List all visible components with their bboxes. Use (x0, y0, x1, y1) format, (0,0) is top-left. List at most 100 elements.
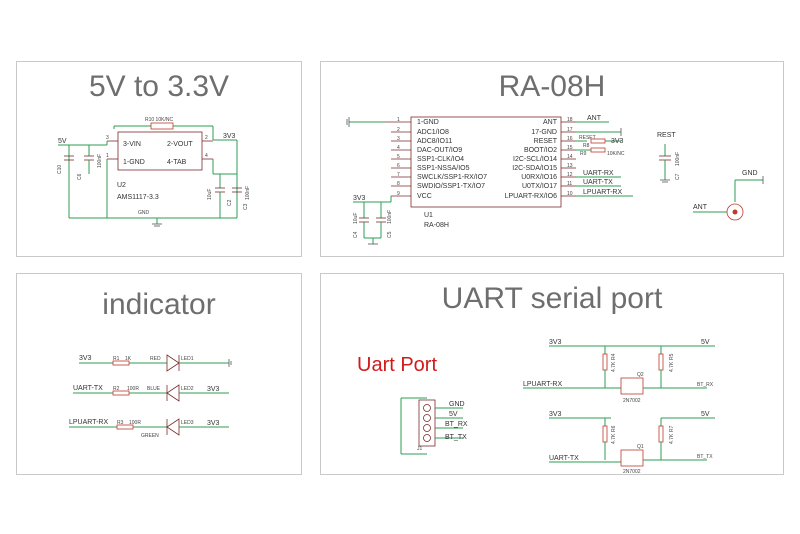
pin2-num: 2 (205, 135, 208, 141)
pin-num-2: 2 (397, 127, 400, 133)
net-reset: RESET (579, 135, 596, 141)
row3-res: R3 (117, 420, 124, 426)
pin-num-13: 13 (567, 163, 573, 169)
pin-right-16: RESET (534, 138, 558, 145)
row3-net: LPUART-RX (69, 419, 108, 426)
mosfet-q1 (620, 449, 644, 467)
pin-num-17: 17 (567, 127, 573, 133)
conn-5v: 5V (449, 411, 458, 418)
top-r2: R5 (669, 353, 675, 360)
vout-pin-label: 2-VOUT (167, 141, 193, 148)
top-r1v: 4.7K (611, 361, 617, 372)
c3-value: 100nF (245, 186, 251, 200)
ra08h-module-body (410, 116, 562, 208)
pin-num-18: 18 (567, 117, 573, 123)
pin-right-17: 17-GND (531, 129, 557, 136)
pin-right-18: ANT (543, 119, 558, 126)
c7-label: C7 (675, 173, 681, 180)
bot-r1: R6 (611, 425, 617, 432)
led2-icon (166, 384, 180, 402)
indicator-panel: indicator 3V3 R1 1K RED LED1 UART-TX R2 … (16, 273, 302, 475)
ra08h-schematic: U1 RA-08H 1-GND ADC1/IO8 ADC8/IO11 DAC-O… (346, 115, 764, 245)
conn-bt-rx: BT_RX (445, 421, 468, 428)
pin-right-11: U0TX/IO17 (522, 183, 557, 190)
pin-right-10: LPUART-RX/IO6 (505, 193, 557, 200)
led3-icon (166, 418, 180, 436)
bot-right-net: 5V (701, 411, 710, 418)
resistor-r10 (150, 122, 174, 130)
c6-label: C6 (77, 173, 83, 180)
pin-right-13: I2C-SDA/IO15 (512, 165, 557, 172)
pin-left-1: 1-GND (417, 119, 439, 126)
pin-right-15: BOOT/IO2 (524, 147, 557, 154)
tab-pin-label: 4-TAB (167, 159, 187, 166)
pin-num-14: 14 (567, 154, 573, 160)
pin-num-11: 11 (567, 181, 572, 187)
left-pins: 1-GND ADC1/IO8 ADC8/IO11 DAC-OUT/IO9 SSP… (385, 117, 487, 200)
bot-r1v: 4.7K (611, 433, 617, 444)
resistor-r9 (590, 147, 606, 153)
gnd-pin-label: 1-GND (123, 159, 145, 166)
row3-right: 3V3 (207, 420, 220, 427)
pin-num-1: 1 (397, 117, 400, 123)
row1-net: 3V3 (79, 355, 92, 362)
c2-value: 10uF (207, 189, 213, 200)
row1-color: RED (150, 356, 161, 362)
pin-left-4: DAC-OUT/IO9 (417, 147, 462, 154)
c4-label: C4 (353, 231, 359, 238)
resistor-r4 (602, 353, 608, 371)
row2-res: R2 (113, 386, 120, 392)
bot-qp: 2N7002 (623, 469, 641, 475)
uart-schematic: Uart Port J1 GND 5V BT_RX BT_TX 3V3 R4 4… (357, 339, 715, 475)
vin-pin-label: 3-VIN (123, 141, 141, 148)
pin-num-4: 4 (397, 145, 400, 151)
bot-sig: UART-TX (549, 455, 579, 462)
net-ant: ANT (587, 115, 602, 122)
bot-r2: R7 (669, 425, 675, 432)
row2-led: LED2 (181, 386, 194, 392)
pin-num-5: 5 (397, 154, 400, 160)
c5-label: C5 (387, 231, 393, 238)
pin1-num: 1 (106, 153, 109, 159)
regulator-panel: 5V to 3.3V R10 10K/NC 3-VIN 2-VOUT 1-GND… (16, 61, 302, 257)
panel-title: 5V to 3.3V (88, 70, 230, 103)
panel-title: indicator (102, 288, 216, 321)
pin-right-12: U0RX/IO16 (521, 174, 557, 181)
vcc-net-label: 3V3 (353, 195, 366, 202)
r9-label: R9 (580, 151, 587, 157)
uart-panel: UART serial port Uart Port J1 GND 5V BT_… (320, 273, 784, 475)
pin-right-14: I2C-SCL/IO14 (513, 156, 557, 163)
row2-resv: 100R (127, 386, 139, 392)
ant-label: ANT (693, 204, 708, 211)
pin-num-16: 16 (567, 136, 573, 142)
pin-num-10: 10 (567, 191, 573, 197)
r8-label: R8 (583, 143, 590, 149)
r9-value: 10K/NC (607, 151, 625, 157)
top-r1: R4 (611, 353, 617, 360)
module-part: RA-08H (424, 222, 449, 229)
row2-right: 3V3 (207, 386, 220, 393)
top-out: BT_RX (697, 382, 714, 388)
pin-num-6: 6 (397, 163, 400, 169)
bot-left-net: 3V3 (549, 411, 562, 418)
net-uart-rx: UART-RX (583, 170, 614, 177)
c7-value: 100nF (675, 152, 681, 166)
regulator-ref: U2 (117, 182, 126, 189)
output-net-label: 3V3 (223, 133, 236, 140)
connector-ref: J1 (417, 446, 423, 452)
right-pins: ANT 17-GND RESET BOOT/IO2 I2C-SCL/IO14 I… (505, 117, 576, 200)
bot-out: BT_TX (697, 454, 713, 460)
pin-left-7: SWCLK/SSP1-RX/IO7 (417, 174, 487, 181)
regulator-schematic: R10 10K/NC 3-VIN 2-VOUT 1-GND 4-TAB U2 A… (57, 117, 251, 227)
pin-left-6: SSP1-NSSA/IO5 (417, 165, 470, 172)
pin-num-12: 12 (567, 172, 573, 178)
pin-num-8: 8 (397, 181, 400, 187)
row2-color: BLUE (147, 386, 161, 392)
panel-title: RA-08H (498, 70, 606, 103)
gnd-label: GND (138, 210, 150, 216)
mosfet-q2 (620, 377, 644, 395)
c5-value: 100nF (387, 210, 393, 224)
conn-gnd: GND (449, 401, 465, 408)
net-uart-tx: UART-TX (583, 179, 613, 186)
top-r2v: 4.7K (669, 361, 675, 372)
